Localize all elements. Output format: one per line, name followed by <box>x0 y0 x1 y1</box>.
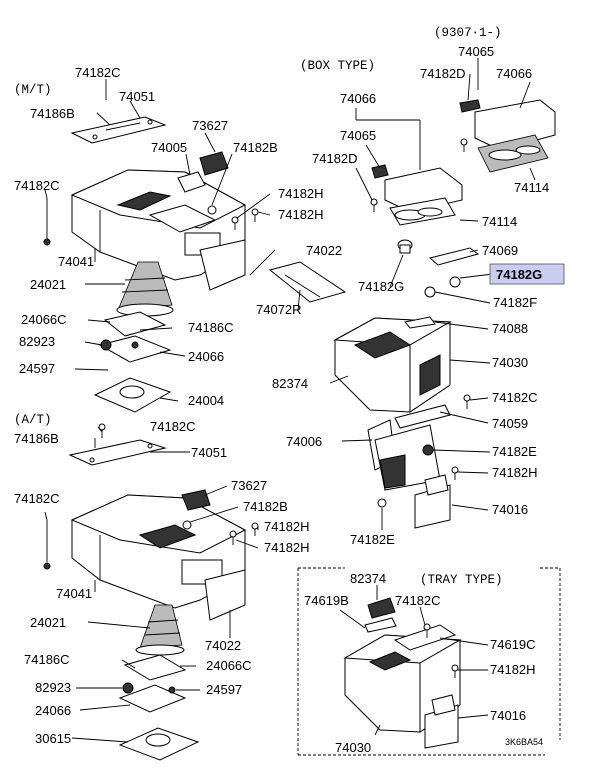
part-label: 24597 <box>19 361 55 376</box>
part-label: 73627 <box>192 118 228 133</box>
part-label: 74006 <box>286 434 322 449</box>
part-label: 74065 <box>458 44 494 59</box>
leader-lines <box>44 58 536 743</box>
part-label: 74069 <box>482 243 518 258</box>
console-rear-74030-box <box>333 317 452 413</box>
part-label: 73627 <box>231 478 267 493</box>
part-label: 74182E <box>492 444 537 459</box>
part-label: 74005 <box>151 140 187 155</box>
bracket-73627-at <box>181 489 211 511</box>
part-label: 82923 <box>35 680 71 695</box>
part-label: 74022 <box>306 243 342 258</box>
boot-base-30615 <box>118 727 200 761</box>
part-label: 74030 <box>335 740 371 755</box>
header-date-code: (9307·1-) <box>434 26 502 40</box>
header-box-type: (BOX TYPE) <box>300 59 375 73</box>
part-label: 74065 <box>340 128 376 143</box>
cover-74088 <box>404 316 436 329</box>
part-label: 74022 <box>205 638 241 653</box>
part-label: 74182C <box>14 491 60 506</box>
part-label: 74066 <box>340 91 376 106</box>
part-label: 74182H <box>278 207 324 222</box>
part-label: 24066C <box>21 312 67 327</box>
part-label: 74186B <box>14 431 59 446</box>
shift-boot-24021-mt <box>98 261 174 363</box>
screw-74182f <box>424 276 461 298</box>
part-labels: 74182C 74186B 74051 73627 74005 74182B 7… <box>14 44 565 755</box>
part-label: 74182B <box>233 140 278 155</box>
part-label-highlighted: 74182G <box>496 267 542 282</box>
plate-74051-mt <box>70 116 167 144</box>
part-label: 74619C <box>490 637 536 652</box>
header-at: (A/T) <box>14 413 52 427</box>
part-label: 74030 <box>492 355 528 370</box>
figure-code: 3K6BA54 <box>505 737 543 747</box>
tray-74072r <box>268 261 347 303</box>
part-label: 30615 <box>35 731 71 746</box>
part-label: 74186C <box>24 652 70 667</box>
part-label: 74182H <box>492 465 538 480</box>
part-label: 74182G <box>358 279 404 294</box>
bracket-73627-74005-mt <box>177 151 229 193</box>
tray-type-frame <box>297 567 561 756</box>
part-label: 82923 <box>19 334 55 349</box>
part-label: 82374 <box>272 376 308 391</box>
part-label: 74072R <box>256 302 302 317</box>
tray-parts-82374-74619 <box>364 597 457 651</box>
part-label: 74016 <box>490 708 526 723</box>
boot-base-24004 <box>93 377 172 413</box>
part-label: 74041 <box>56 586 92 601</box>
section-headers: (M/T) (A/T) (BOX TYPE) (TRAY TYPE) (9307… <box>14 26 503 587</box>
part-label: 74114 <box>514 180 549 195</box>
part-label: 74016 <box>492 502 528 517</box>
plate-74051-at <box>68 439 167 466</box>
part-label: 82374 <box>350 571 386 586</box>
part-label: 74066 <box>496 66 532 81</box>
part-label: 74182H <box>278 186 324 201</box>
part-label: 24597 <box>206 682 242 697</box>
part-label: 74182C <box>395 593 441 608</box>
lid-74059-74006 <box>367 404 451 491</box>
part-label: 74182F <box>493 295 537 310</box>
part-label: 74619B <box>304 593 349 608</box>
part-label: 74182C <box>14 178 60 193</box>
part-label: 74088 <box>492 321 528 336</box>
shift-boot-24021-at <box>118 604 187 713</box>
console-74041-at <box>70 494 247 621</box>
part-label: 74186B <box>30 106 75 121</box>
part-label: 74182D <box>420 66 466 81</box>
part-label: 24066 <box>188 349 224 364</box>
part-label: 24021 <box>30 615 66 630</box>
part-label: 74182H <box>264 519 310 534</box>
part-label: 24066C <box>206 658 252 673</box>
part-label: 74182H <box>490 662 536 677</box>
part-label: 24021 <box>30 277 66 292</box>
armrest-box-74066 <box>371 164 463 226</box>
bracket-74016-b <box>424 694 459 749</box>
part-label: 74182C <box>492 390 538 405</box>
header-mt: (M/T) <box>14 83 52 97</box>
part-label: 74186C <box>188 320 234 335</box>
part-label: 74182E <box>350 532 395 547</box>
part-label: 74051 <box>191 445 227 460</box>
clip-74069 <box>428 247 480 266</box>
bracket-74016-a <box>414 474 451 529</box>
part-label: 24004 <box>188 393 224 408</box>
part-label: 74182H <box>264 540 310 555</box>
highlight-74182g <box>489 263 565 285</box>
part-label: 74182C <box>75 65 121 80</box>
armrest-new-74066 <box>459 99 556 173</box>
part-label: 74182C <box>150 419 196 434</box>
header-tray-type: (TRAY TYPE) <box>420 573 503 587</box>
part-label: 74114 <box>482 214 517 229</box>
part-label: 74059 <box>492 416 528 431</box>
part-label: 74182D <box>312 151 358 166</box>
part-label: 74041 <box>58 254 94 269</box>
part-label: 74051 <box>119 89 155 104</box>
part-label: 74182B <box>243 499 288 514</box>
part-label: 24066 <box>35 703 71 718</box>
grommet-74182g <box>397 239 413 254</box>
